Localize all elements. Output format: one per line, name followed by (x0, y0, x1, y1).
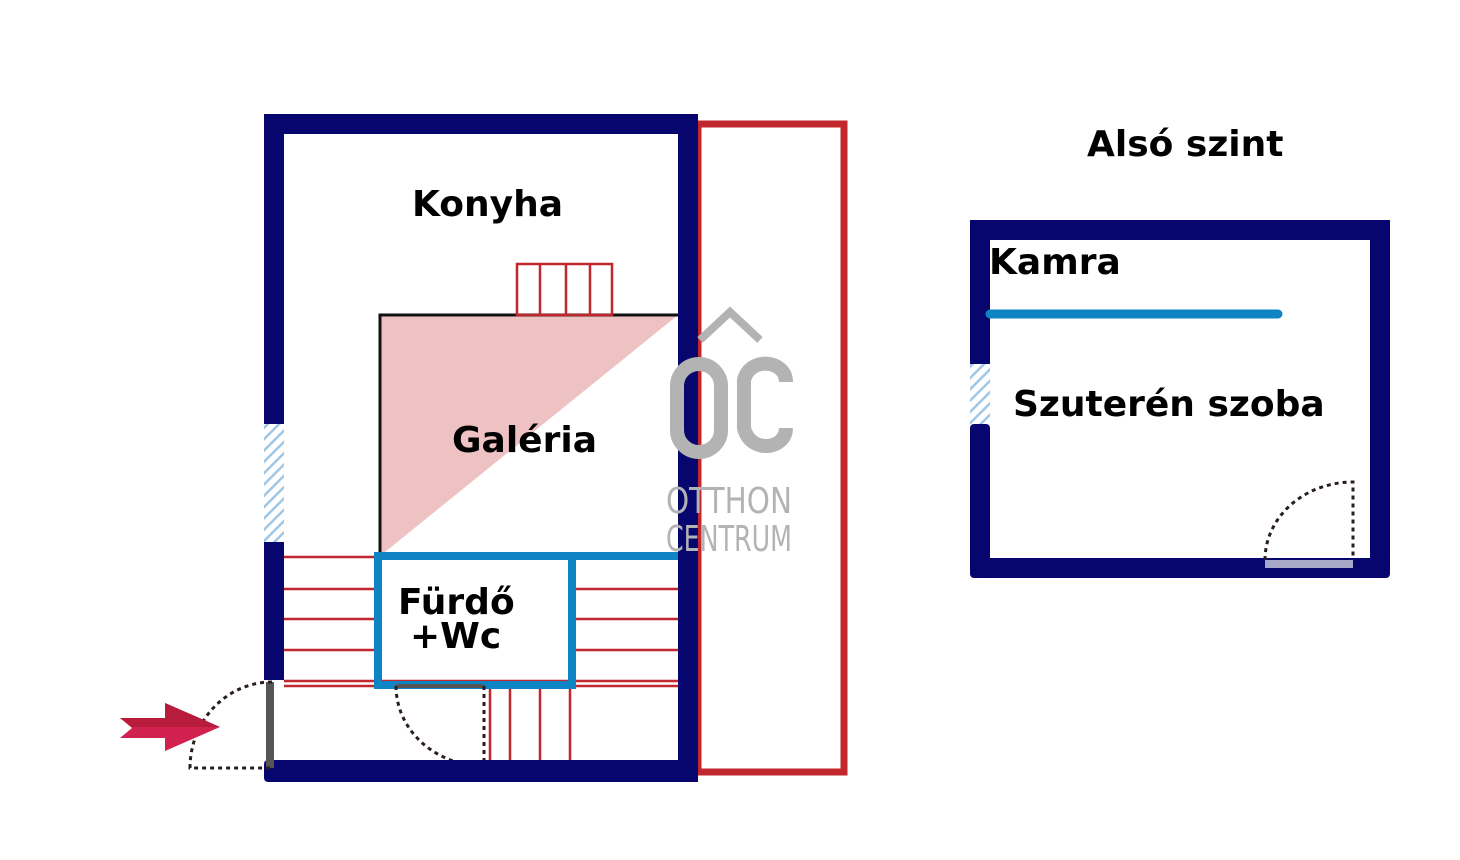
lower-door-swing (1263, 480, 1355, 561)
entrance-door-swing (188, 680, 273, 770)
watermark-line-2: CENTRUM (666, 519, 792, 560)
room-label-szuteren: Szuterén szoba (1013, 384, 1325, 425)
lower-door-leaf (1265, 560, 1353, 568)
gallery-ladder (515, 262, 614, 317)
entrance-arrow-icon (120, 703, 220, 751)
window-lower-level (970, 364, 990, 424)
upper-level-walls (264, 114, 698, 782)
lower-level-title: Alsó szint (1087, 124, 1283, 165)
gallery-fill (380, 315, 678, 556)
watermark-line-1: OTTHON (666, 481, 792, 522)
room-label-konyha: Konyha (412, 184, 563, 225)
room-label-kamra: Kamra (989, 242, 1121, 283)
bathroom-door-swing (394, 685, 485, 768)
room-label-furdo: Fürdő (398, 582, 515, 623)
otthon-centrum-logo: OTTHON CENTRUM (666, 306, 793, 560)
entrance-door-leaf (266, 682, 274, 768)
room-label-wc: +Wc (410, 616, 501, 657)
window-left (264, 424, 284, 542)
room-label-galeria: Galéria (452, 420, 597, 461)
